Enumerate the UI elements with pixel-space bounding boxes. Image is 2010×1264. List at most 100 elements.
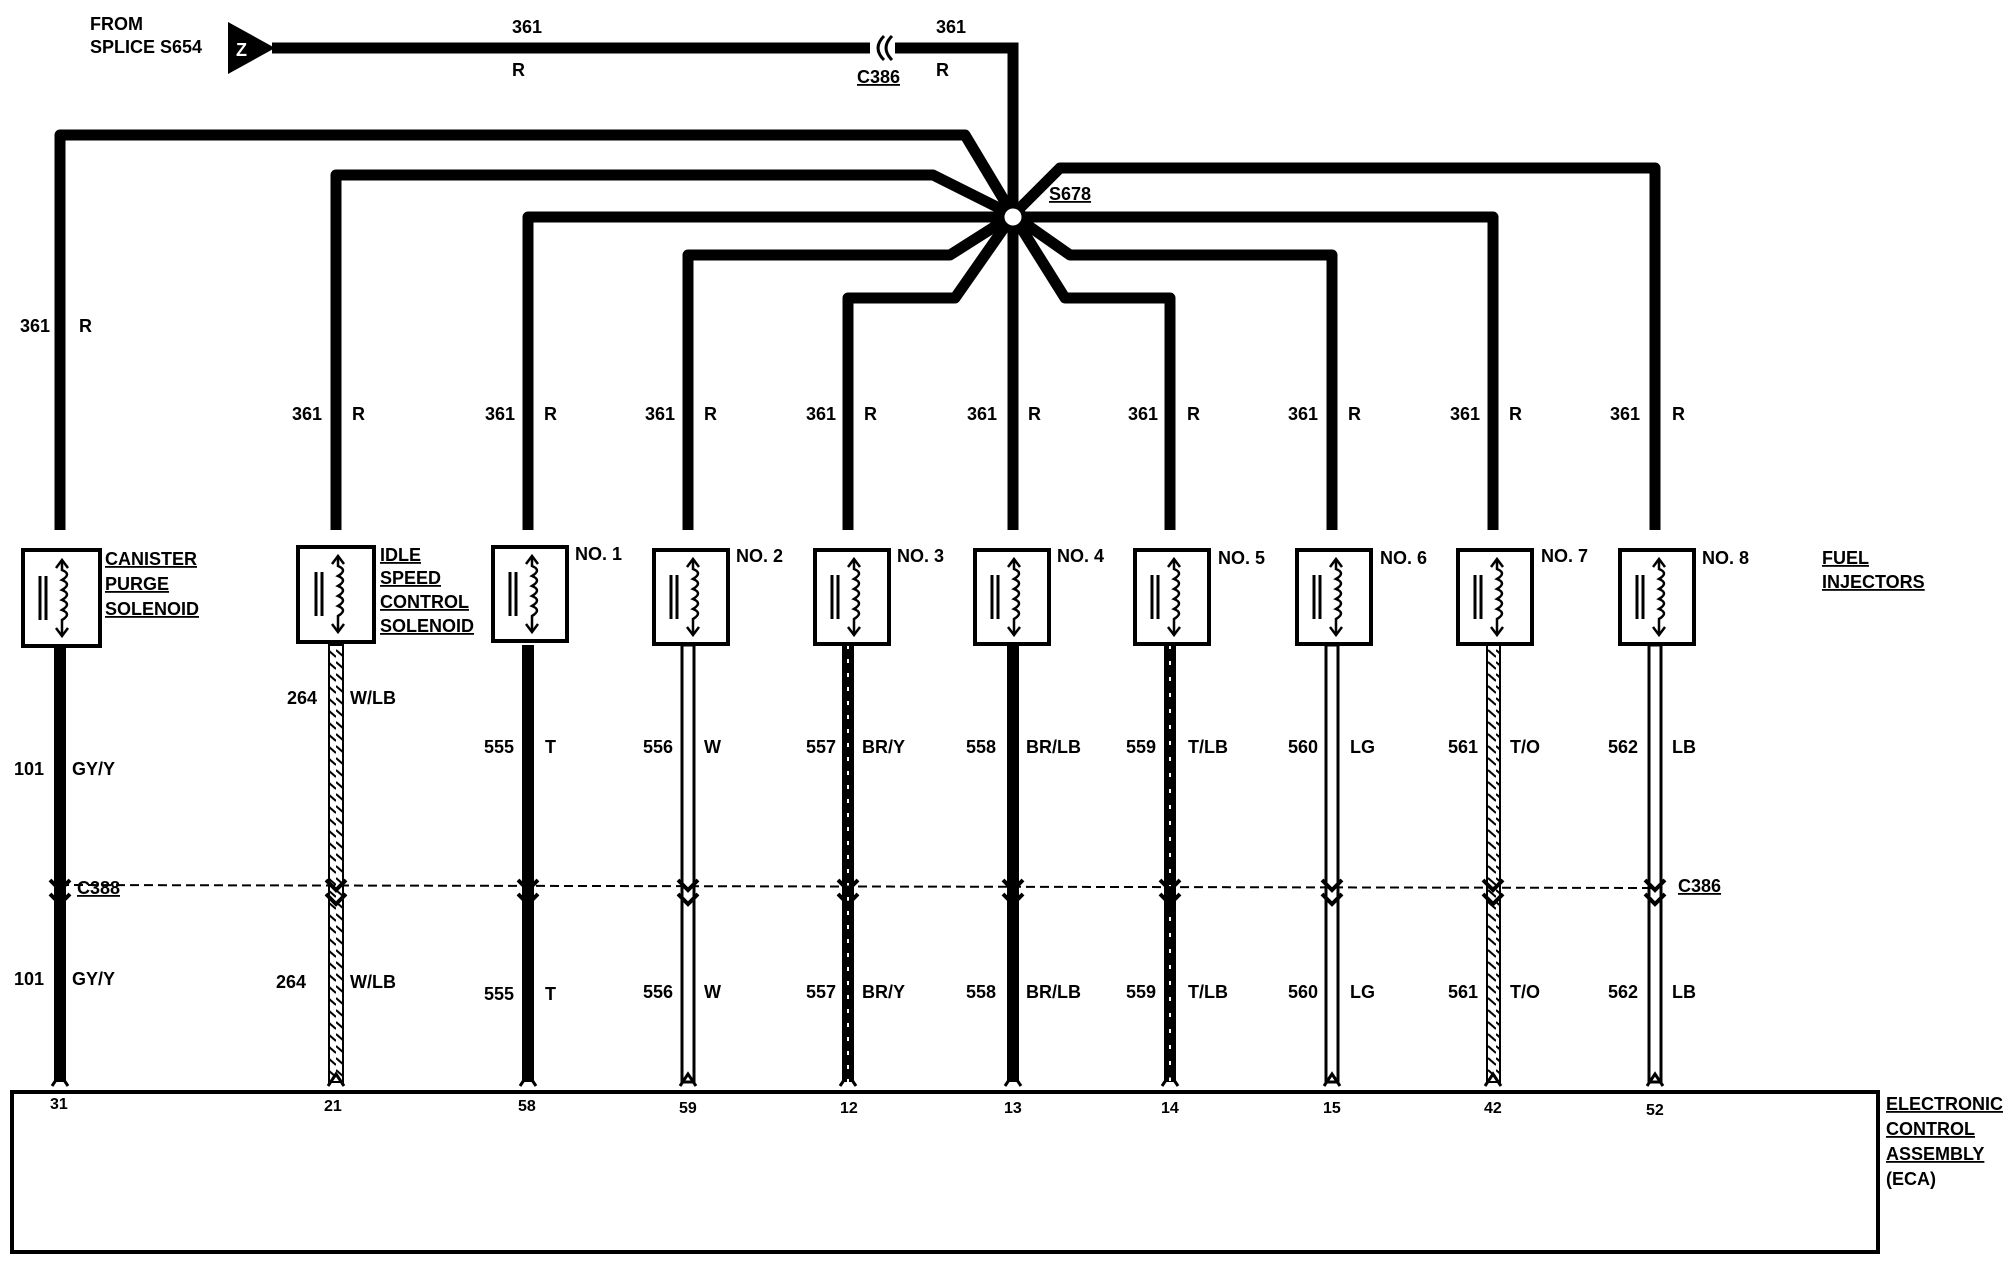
signal-color-lower-inj4: BR/LB — [1026, 982, 1081, 1002]
eca-label-line1: ELECTRONIC — [1886, 1094, 2003, 1114]
signal-color-upper-inj5: T/LB — [1188, 737, 1228, 757]
eca-pin-inj7: 42 — [1484, 1100, 1502, 1117]
idle-label-line2: SPEED — [380, 568, 441, 588]
signal-circuit-lower-idle: 264 — [276, 972, 306, 992]
feed-wire-idle — [330, 169, 1016, 530]
signal-circuit-upper-inj3: 557 — [806, 737, 836, 757]
feed-circuit-inj7: 361 — [1450, 404, 1480, 424]
component-labels: CANISTER PURGE SOLENOID IDLE SPEED CONTR… — [105, 544, 1925, 636]
source-color-left: R — [512, 60, 525, 80]
eca-pin-inj8: 52 — [1646, 1102, 1664, 1119]
signal-circuit-lower-inj5: 559 — [1126, 982, 1156, 1002]
solenoid-idle-speed — [296, 545, 376, 644]
feed-color-inj1: R — [544, 404, 557, 424]
feed-wire-inj7 — [1013, 211, 1499, 530]
signal-circuit-lower-inj6: 560 — [1288, 982, 1318, 1002]
fuel-injectors-label-line2: INJECTORS — [1822, 572, 1925, 592]
feed-wire-inj8 — [1009, 162, 1661, 530]
feed-wire-inj6 — [1009, 210, 1338, 530]
signal-circuit-lower-inj8: 562 — [1608, 982, 1638, 1002]
feed-labels: 361 R 361 R 361 R 361 R 361 R 361 R 361 … — [20, 316, 1685, 424]
injector-label-no-4: NO. 4 — [1057, 546, 1104, 566]
signal-color-lower-inj6: LG — [1350, 982, 1375, 1002]
signal-wires — [54, 643, 1663, 1084]
eca-pin-inj2: 59 — [679, 1100, 697, 1117]
feed-color-inj3: R — [864, 404, 877, 424]
signal-circuit-lower-inj1: 555 — [484, 984, 514, 1004]
feed-wire-inj3 — [842, 211, 1018, 530]
eca-pin-inj3: 12 — [840, 1100, 858, 1117]
eca-pin-inj6: 15 — [1323, 1100, 1341, 1117]
signal-circuit-upper-inj5: 559 — [1126, 737, 1156, 757]
signal-wire-inj8 — [1647, 643, 1663, 1084]
eca-label-line3: ASSEMBLY — [1886, 1144, 1984, 1164]
canister-label-line1: CANISTER — [105, 549, 197, 569]
source-feed: Z FROM SPLICE S654 361 R 361 R C386 — [90, 14, 1019, 215]
signal-circuit-upper-inj1: 555 — [484, 737, 514, 757]
connector-chevrons — [48, 878, 1667, 907]
signal-wire-inj6 — [1324, 643, 1340, 1084]
feed-circuit-inj3: 361 — [806, 404, 836, 424]
signal-color-lower-canister: GY/Y — [72, 969, 115, 989]
signal-color-upper-canister: GY/Y — [72, 759, 115, 779]
signal-circuit-upper-inj8: 562 — [1608, 737, 1638, 757]
feed-color-canister: R — [79, 316, 92, 336]
injector-no-1 — [491, 545, 569, 643]
injector-label-no-7: NO. 7 — [1541, 546, 1588, 566]
signal-circuit-lower-canister: 101 — [14, 969, 44, 989]
signal-circuit-lower-inj3: 557 — [806, 982, 836, 1002]
eca-pin-idle: 21 — [324, 1098, 342, 1115]
eca-pin-inj4: 13 — [1004, 1100, 1022, 1117]
connector-c386-mid-label: C386 — [1678, 876, 1721, 896]
eca-label-line2: CONTROL — [1886, 1119, 1975, 1139]
signal-circuit-upper-inj7: 561 — [1448, 737, 1478, 757]
signal-color-upper-inj6: LG — [1350, 737, 1375, 757]
eca-pin-canister: 31 — [50, 1096, 68, 1113]
eca-label-line4: (ECA) — [1886, 1169, 1936, 1189]
signal-circuit-upper-inj4: 558 — [966, 737, 996, 757]
from-splice-label: SPLICE S654 — [90, 37, 202, 57]
source-arrow — [228, 22, 275, 74]
feed-circuit-inj2: 361 — [645, 404, 675, 424]
feed-wire-inj2 — [682, 210, 1016, 530]
signal-color-lower-idle: W/LB — [350, 972, 396, 992]
feed-color-inj2: R — [704, 404, 717, 424]
idle-label-line4: SOLENOID — [380, 616, 474, 636]
injector-label-no-5: NO. 5 — [1218, 548, 1265, 568]
injector-no-6 — [1295, 548, 1373, 646]
feed-wires — [54, 129, 1661, 530]
injector-no-8 — [1618, 548, 1696, 646]
feed-circuit-inj6: 361 — [1288, 404, 1318, 424]
z-marker: Z — [236, 40, 247, 60]
canister-label-line2: PURGE — [105, 574, 169, 594]
signal-wire-inj2 — [680, 643, 696, 1084]
signal-color-lower-inj2: W — [704, 982, 721, 1002]
feed-circuit-inj1: 361 — [485, 404, 515, 424]
canister-label-line3: SOLENOID — [105, 599, 199, 619]
signal-wire-idle — [328, 644, 344, 1083]
source-circuit-right: 361 — [936, 17, 966, 37]
feed-circuit-canister: 361 — [20, 316, 50, 336]
feed-wire-canister — [54, 129, 1018, 530]
splice-s678-node — [999, 203, 1027, 231]
from-label: FROM — [90, 14, 143, 34]
signal-labels: 101 GY/Y 101 GY/Y 264 W/LB 264 W/LB 555 … — [14, 688, 1696, 1004]
connector-c386-top-label: C386 — [857, 67, 900, 87]
feed-wire-inj1 — [522, 211, 1013, 530]
signal-color-upper-inj2: W — [704, 737, 721, 757]
injector-no-7 — [1456, 548, 1534, 646]
feed-wire-inj5 — [1008, 212, 1176, 530]
eca-pin-labels: 31 21 58 59 12 13 14 15 42 52 — [50, 1096, 1664, 1119]
signal-circuit-upper-inj6: 560 — [1288, 737, 1318, 757]
signal-circuit-lower-inj2: 556 — [643, 982, 673, 1002]
solenoid-canister — [21, 548, 102, 648]
injector-no-2 — [652, 548, 730, 646]
connector-c386-symbol — [876, 34, 894, 62]
eca-pin-inj1: 58 — [518, 1098, 536, 1115]
feed-circuit-inj8: 361 — [1610, 404, 1640, 424]
signal-color-upper-inj3: BR/Y — [862, 737, 905, 757]
injector-label-no-1: NO. 1 — [575, 544, 622, 564]
feed-color-inj6: R — [1348, 404, 1361, 424]
signal-circuit-lower-inj4: 558 — [966, 982, 996, 1002]
